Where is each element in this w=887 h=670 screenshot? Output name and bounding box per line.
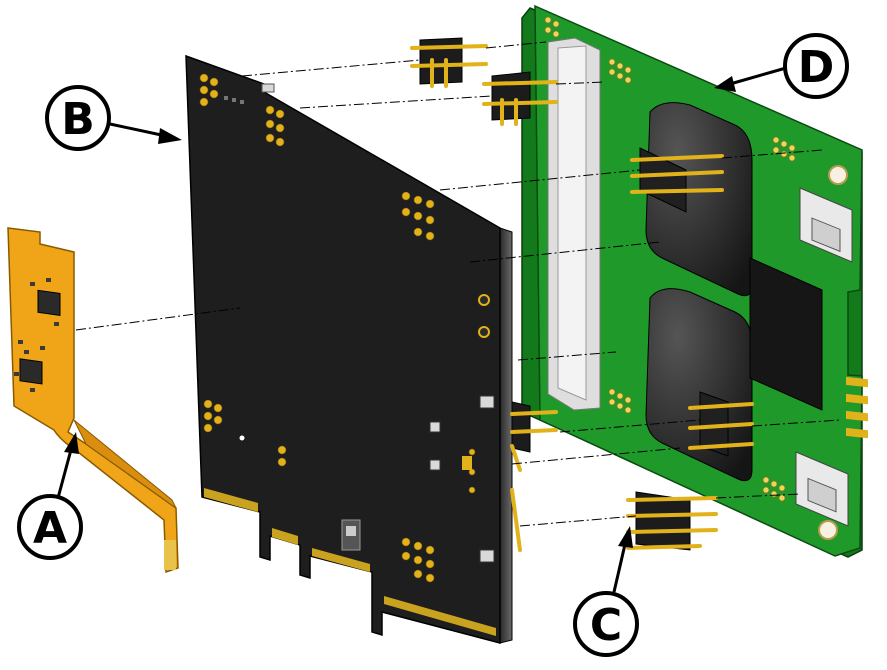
green-pcb-edge-fingers <box>846 376 868 439</box>
callout-d: D <box>714 33 849 99</box>
callout-b-label: B <box>61 94 95 145</box>
usb-c-connector-upper <box>799 187 853 263</box>
callout-a: A <box>17 432 83 560</box>
callout-d-arrow <box>729 66 787 86</box>
pin-header-c-top-1 <box>410 37 488 88</box>
black-pcb-edge-fingers <box>204 488 496 636</box>
mount-hole <box>828 165 848 185</box>
callout-c: C <box>573 526 639 657</box>
callout-d-arrowhead <box>714 76 736 92</box>
black-pcb-components <box>224 83 495 563</box>
pin-header-c <box>626 491 718 551</box>
callout-a-arrow <box>56 445 74 499</box>
callout-c-label: C <box>590 600 622 651</box>
callout-a-circle <box>17 494 83 560</box>
callout-d-label: D <box>798 42 835 93</box>
callout-a-label: A <box>33 503 67 554</box>
callout-c-arrow <box>612 539 628 593</box>
green-pcb-header-lower <box>688 391 754 457</box>
green-pcb-face <box>534 4 863 557</box>
usb-c-connector-lower <box>795 451 849 527</box>
board-to-board-connector <box>547 37 601 411</box>
flex-pcb-chips <box>14 278 61 392</box>
flex-pcb-tail <box>73 419 177 509</box>
black-pcb-pads <box>199 73 490 583</box>
callout-c-circle <box>573 591 639 657</box>
black-pcb-b <box>185 54 558 644</box>
callout-b: B <box>45 85 182 151</box>
green-pcb-ic <box>749 257 823 411</box>
assembly-lines <box>75 41 841 527</box>
callout-b-arrowhead <box>158 128 182 144</box>
black-pcb-side <box>499 227 513 644</box>
green-pcb-pads <box>544 16 796 502</box>
pin-header-c-top-2 <box>482 71 558 126</box>
black-pcb-face <box>185 54 501 644</box>
callout-c-arrowhead <box>618 526 633 548</box>
callout-a-arrowhead <box>64 432 79 454</box>
flex-pcb-contacts <box>164 540 176 570</box>
callout-b-circle <box>45 85 111 151</box>
mount-hole <box>818 520 838 540</box>
callout-b-arrow <box>109 122 167 138</box>
black-pcb-header <box>510 401 558 552</box>
callout-d-circle <box>783 33 849 99</box>
green-pcb-d <box>521 4 868 558</box>
green-pcb-header-upper <box>630 147 724 213</box>
